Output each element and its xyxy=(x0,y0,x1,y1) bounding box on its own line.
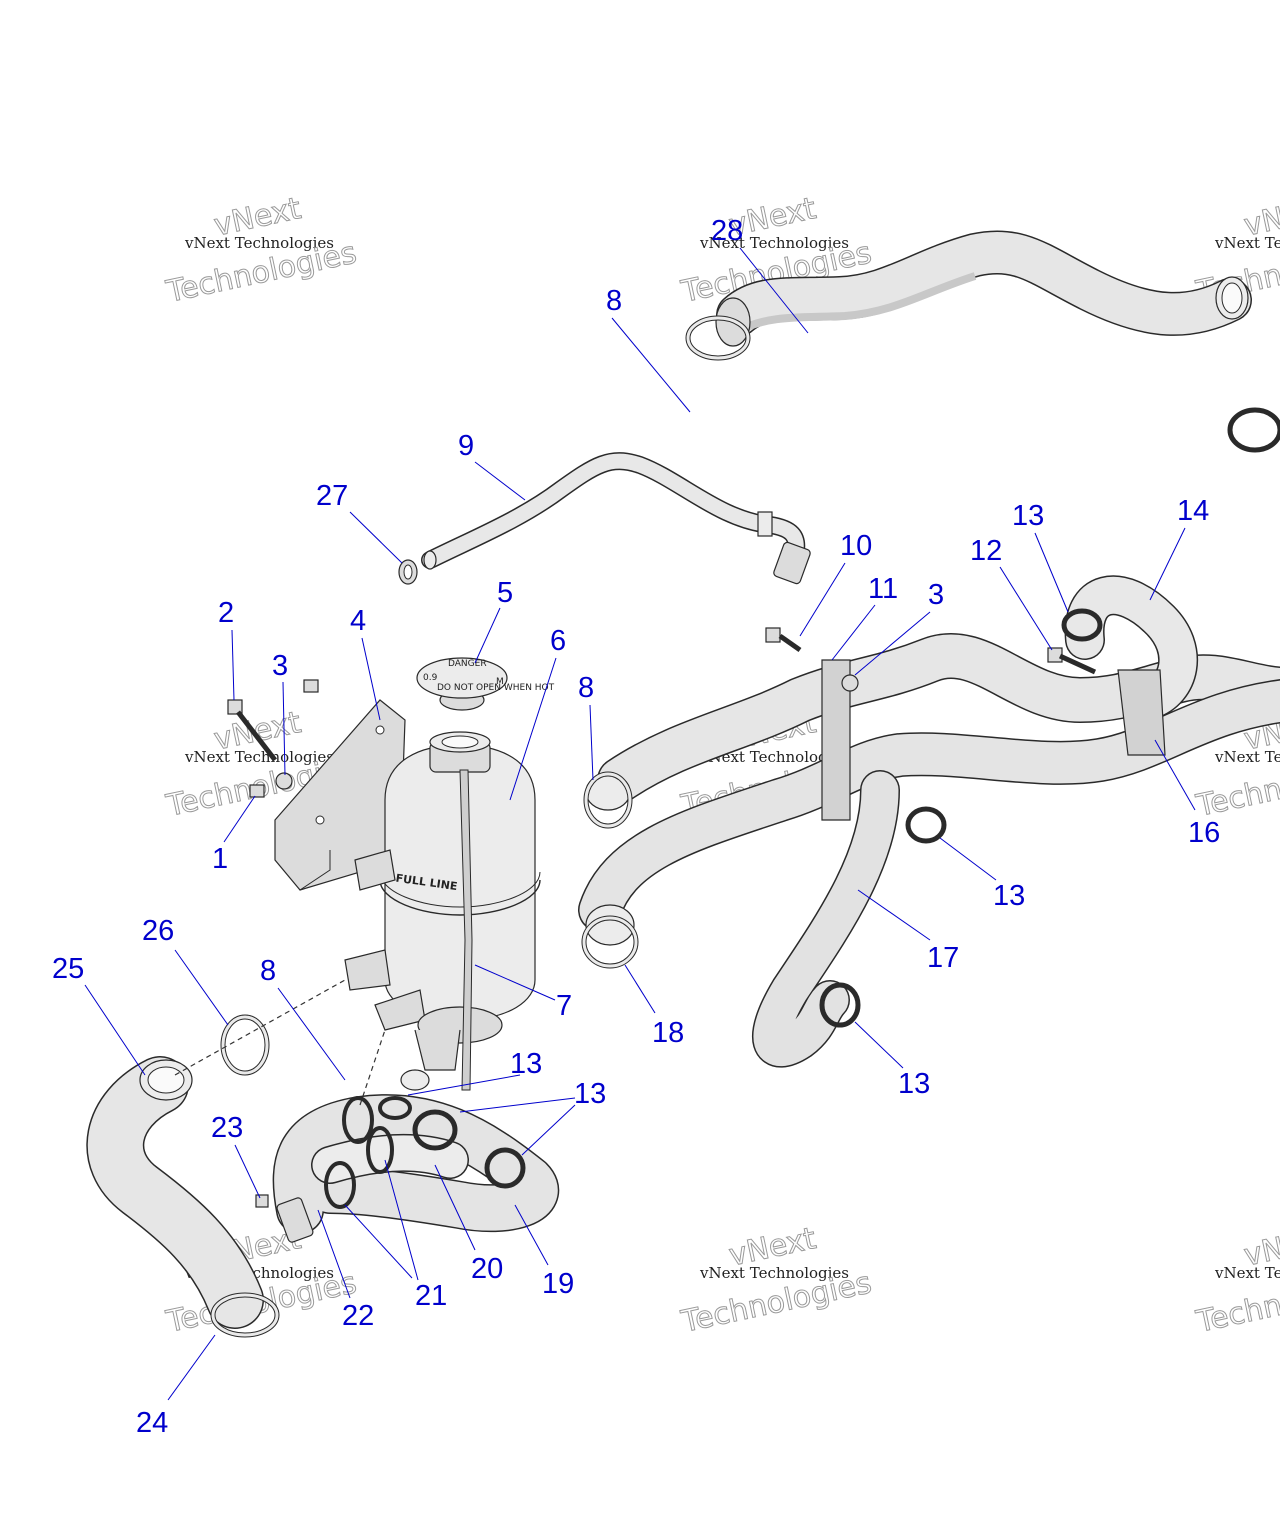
radiator-cap: DANGER DO NOT OPEN WHEN HOT 0.9 M xyxy=(416,657,555,711)
coolant-reservoir: FULL LINE xyxy=(344,731,541,1091)
watermark-text-small: vNext Technologies xyxy=(699,234,849,252)
callout-8: 8 xyxy=(260,955,276,987)
cap-danger-text: DANGER xyxy=(448,659,487,669)
reservoir-strap xyxy=(459,769,473,1091)
watermark-text-small: vNext Technologies xyxy=(1214,1264,1280,1282)
lower-radiator-hose xyxy=(86,1056,264,1329)
clamp-part-13-f xyxy=(378,1096,412,1120)
clamp-part-13-d xyxy=(412,1109,458,1151)
callout-labels: 2 1 3 4 5 6 7 8 8 8 9 10 11 3 12 13 14 1… xyxy=(52,215,1220,1439)
clamp-part-13-a xyxy=(1061,608,1103,642)
alignment-lines xyxy=(174,979,386,1106)
clamp-part-13-c xyxy=(819,982,861,1028)
nut-part-3b xyxy=(841,674,859,692)
callout-26: 26 xyxy=(142,915,174,947)
callout-24: 24 xyxy=(136,1407,168,1439)
watermark-text-small: vNext Technologies xyxy=(184,748,334,766)
callout-11: 11 xyxy=(868,573,898,605)
watermark-text-small: vNext Technologies xyxy=(1214,234,1280,252)
lower-manifold-hoses xyxy=(272,1094,559,1243)
watermark-text-small: vNext Technologies xyxy=(699,748,849,766)
cap-pressure-text: 0.9 xyxy=(423,673,438,683)
bolt-part-12 xyxy=(1047,647,1097,675)
callout-4: 4 xyxy=(350,605,366,637)
callout-9: 9 xyxy=(458,430,474,462)
callout-2: 2 xyxy=(218,597,234,629)
bolt-part-23 xyxy=(255,1194,269,1208)
bolt-part-2 xyxy=(227,699,277,762)
watermark-text-small: vNext Technologies xyxy=(184,234,334,252)
callout-10: 10 xyxy=(840,530,872,562)
callout-12: 12 xyxy=(970,535,1002,567)
callout-25: 25 xyxy=(52,953,84,985)
callout-28: 28 xyxy=(711,215,743,247)
overflow-hose-clamp xyxy=(398,559,418,585)
clamp-part-21-b xyxy=(324,1161,356,1209)
callout-13: 13 xyxy=(574,1078,606,1110)
callout-13: 13 xyxy=(1012,500,1044,532)
clamp-top-right xyxy=(1227,407,1280,453)
nut-part-3 xyxy=(275,772,293,790)
clamp-part-24 xyxy=(210,1292,280,1338)
clamp-part-8-upper xyxy=(685,315,751,361)
callout-1: 1 xyxy=(212,843,228,875)
callout-8: 8 xyxy=(578,672,594,704)
clamp-part-26 xyxy=(220,1014,270,1076)
callout-13: 13 xyxy=(898,1068,930,1100)
cap-letter-text: M xyxy=(496,677,504,687)
callout-19: 19 xyxy=(542,1268,574,1300)
hose-clamps xyxy=(210,315,1280,1338)
clamp-part-13-e xyxy=(484,1147,526,1189)
callout-20: 20 xyxy=(471,1253,503,1285)
callout-7: 7 xyxy=(556,990,572,1022)
clamp-part-21-a xyxy=(366,1126,394,1174)
callout-22: 22 xyxy=(342,1300,374,1332)
watermark-text-small: vNext Technologies xyxy=(1214,748,1280,766)
bolt-part-1 xyxy=(249,784,265,798)
callout-17: 17 xyxy=(927,942,959,974)
callout-21: 21 xyxy=(415,1280,447,1312)
callout-13: 13 xyxy=(510,1048,542,1080)
clamp-part-13-b xyxy=(905,806,947,844)
callout-3: 3 xyxy=(928,579,944,611)
callout-13: 13 xyxy=(993,880,1025,912)
callout-23: 23 xyxy=(211,1112,243,1144)
coolant-hose-assembly xyxy=(578,575,1280,1068)
callout-16: 16 xyxy=(1188,817,1220,849)
bolt-part-10 xyxy=(765,627,802,653)
watermark-text-small: vNext Technologies xyxy=(699,1264,849,1282)
watermark-bottom-right: vNext vNext Technologies Technologies xyxy=(1192,1221,1280,1341)
callout-5: 5 xyxy=(497,577,513,609)
overflow-hose xyxy=(421,452,811,585)
cap-warning-text: DO NOT OPEN WHEN HOT xyxy=(437,683,555,693)
clamp-part-8-lower xyxy=(342,1096,374,1144)
leader-lines xyxy=(84,247,1196,1401)
callout-14: 14 xyxy=(1177,495,1209,527)
callout-18: 18 xyxy=(652,1017,684,1049)
watermark-bottom-center: vNext vNext Technologies Technologies xyxy=(677,1221,875,1341)
watermark-top-left: vNext vNext Technologies Technologies xyxy=(162,191,360,311)
clamp-part-18 xyxy=(581,915,639,969)
fasteners xyxy=(227,627,1097,1208)
callout-27: 27 xyxy=(316,480,348,512)
watermark-top-center: vNext vNext Technologies Technologies xyxy=(677,191,875,311)
bolt-extra xyxy=(303,679,319,693)
clamp-part-8-mid xyxy=(583,771,633,829)
upper-radiator-hose xyxy=(715,230,1252,347)
callout-3: 3 xyxy=(272,650,288,682)
callout-6: 6 xyxy=(550,625,566,657)
callout-8: 8 xyxy=(606,285,622,317)
